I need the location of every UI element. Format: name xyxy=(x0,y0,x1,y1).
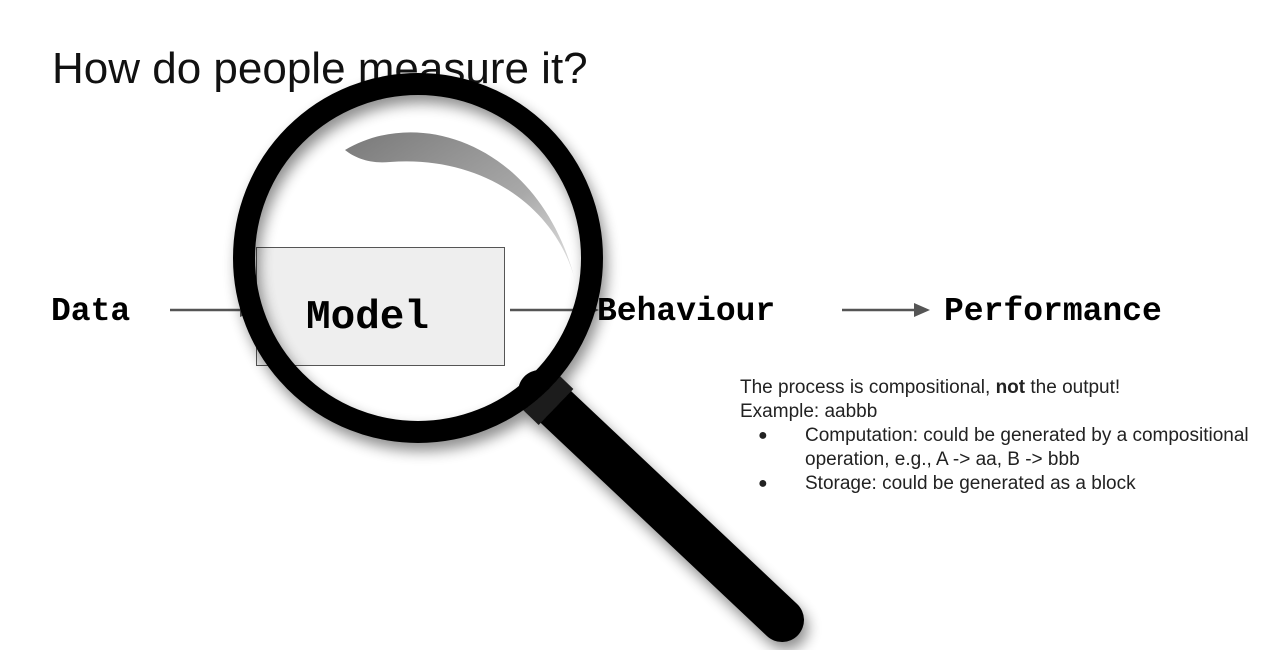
slide-title: How do people measure it? xyxy=(52,44,588,93)
notes-block: The process is compositional, not the ou… xyxy=(740,376,1255,496)
arrow-model-to-behaviour xyxy=(510,303,599,317)
arrow-behaviour-to-performance xyxy=(842,303,930,317)
notes-example: Example: aabbb xyxy=(740,401,878,422)
bullet-dot-icon: ● xyxy=(758,475,768,492)
notes-bullet-list: ● Computation: could be generated by a c… xyxy=(740,424,1255,496)
bullet-text: Computation: could be generated by a com… xyxy=(805,425,1249,470)
bullet-dot-icon: ● xyxy=(758,427,768,444)
notes-emphasis: not xyxy=(995,377,1026,398)
stage-model-label: Model xyxy=(306,295,430,341)
stage-behaviour-label: Behaviour xyxy=(597,293,776,330)
list-item: ● Storage: could be generated as a block xyxy=(758,472,1255,496)
list-item: ● Computation: could be generated by a c… xyxy=(758,424,1255,472)
stage-data-label: Data xyxy=(51,293,131,330)
stage-performance-label: Performance xyxy=(944,293,1162,330)
notes-lead: The process is compositional, not the ou… xyxy=(740,377,1121,398)
bullet-text: Storage: could be generated as a block xyxy=(805,473,1136,494)
arrow-data-to-model xyxy=(170,303,256,317)
